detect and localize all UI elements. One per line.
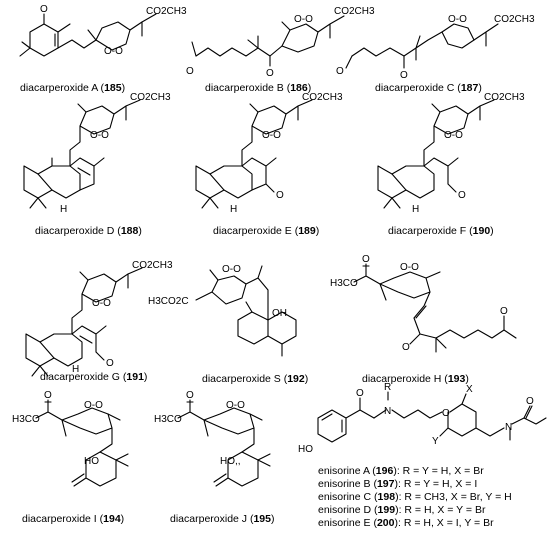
caption-191: diacarperoxide G (191) (40, 371, 147, 383)
atom-ester-193: H3CO (330, 278, 358, 289)
atom-oo-194: O-O (84, 400, 103, 411)
atom-y-enisorine: Y (432, 436, 439, 447)
caption-190: diacarperoxide F (190) (388, 225, 494, 237)
atom-o-enisorine-a: O (356, 388, 364, 399)
atom-h-189: H (230, 204, 237, 215)
atom-h-188: H (60, 204, 67, 215)
caption-194: diacarperoxide I (194) (22, 513, 124, 525)
atom-o-194: O (44, 390, 52, 401)
atom-o-193a: O (362, 254, 370, 265)
structure-194 (35, 399, 129, 487)
caption-188: diacarperoxide D (188) (35, 225, 142, 237)
atom-ester-190: CO2CH3 (484, 92, 525, 103)
atom-ester-191: CO2CH3 (132, 260, 173, 271)
atom-o-enisorine-c: O (526, 396, 534, 407)
atom-ester-188: CO2CH3 (130, 92, 171, 103)
structure-192 (195, 265, 297, 357)
atom-o-187b: O (400, 70, 408, 81)
caption-186: diacarperoxide B (186) (205, 82, 311, 94)
enisorine-line-a: enisorine A (196): R = Y = H, X = Br (318, 465, 484, 477)
structure-enisorine (317, 391, 547, 443)
atom-ester-192: H3CO2C (148, 296, 189, 307)
atom-o-195: O (186, 390, 194, 401)
atom-n-enisorine-b: N (505, 422, 512, 433)
atom-oo-185: O-O (104, 46, 123, 57)
atom-oo-193: O-O (400, 262, 419, 273)
atom-o-189: O (276, 190, 284, 201)
structure-188 (23, 99, 141, 209)
atom-o-enisorine-b: O (442, 408, 450, 419)
atom-ho-194: HO (84, 456, 99, 467)
atom-o-187a: O (336, 66, 344, 77)
enisorine-line-b: enisorine B (197): R = Y = H, X = I (318, 478, 477, 490)
atom-o-186a: O (186, 66, 194, 77)
atom-ester-189: CO2CH3 (302, 92, 343, 103)
atom-h-190: H (412, 204, 419, 215)
atom-o-185: O (40, 4, 48, 15)
atom-oo-195: O-O (226, 400, 245, 411)
atom-n-enisorine-a: N (384, 406, 391, 417)
enisorine-line-e: enisorine E (200): R = H, X = I, Y = Br (318, 517, 494, 529)
atom-o-193c: O (500, 306, 508, 317)
atom-ester-187: CO2CH3 (494, 14, 535, 25)
atom-o-186b: O (266, 68, 274, 79)
enisorine-line-c: enisorine C (198): R = CH3, X = Br, Y = … (318, 491, 512, 503)
atom-oo-189: O-O (262, 130, 281, 141)
structure-190 (377, 99, 495, 209)
atom-o-193b: O (402, 342, 410, 353)
atom-o-191: O (106, 358, 114, 369)
atom-x-enisorine: X (466, 384, 473, 395)
atom-oo-186: O-O (294, 14, 313, 25)
atom-oo-192: O-O (222, 264, 241, 275)
enisorine-line-d: enisorine D (199): R = H, X = Y = Br (318, 504, 486, 516)
structure-193 (353, 263, 517, 353)
atom-o-190: O (458, 190, 466, 201)
structure-195 (177, 399, 271, 487)
caption-187: diacarperoxide C (187) (375, 82, 482, 94)
caption-193: diacarperoxide H (193) (362, 373, 469, 385)
caption-192: diacarperoxide S (192) (202, 373, 308, 385)
atom-ester-186: CO2CH3 (334, 6, 375, 17)
atom-ester-195: H3CO (154, 414, 182, 425)
atom-oh-192: OH (272, 308, 287, 319)
caption-189: diacarperoxide E (189) (213, 225, 319, 237)
structure-187 (345, 23, 499, 69)
atom-oo-188: O-O (90, 130, 109, 141)
atom-ho-195: HO,, (220, 456, 241, 467)
atom-oo-190: O-O (444, 130, 463, 141)
caption-185: diacarperoxide A (185) (20, 82, 125, 94)
atom-ester-194: H3CO (12, 414, 40, 425)
caption-195: diacarperoxide J (195) (170, 513, 275, 525)
atom-ester-185: CO2CH3 (146, 6, 187, 17)
structure-189 (195, 99, 313, 209)
atom-ho-enisorine: HO (298, 444, 313, 455)
structure-186 (191, 15, 345, 67)
atom-r-enisorine: R (384, 382, 391, 393)
atom-oo-191: O-O (92, 298, 111, 309)
atom-h-191: H (72, 364, 79, 375)
atom-oo-187: O-O (448, 14, 467, 25)
structure-191 (25, 267, 143, 377)
structure-185 (19, 13, 157, 57)
